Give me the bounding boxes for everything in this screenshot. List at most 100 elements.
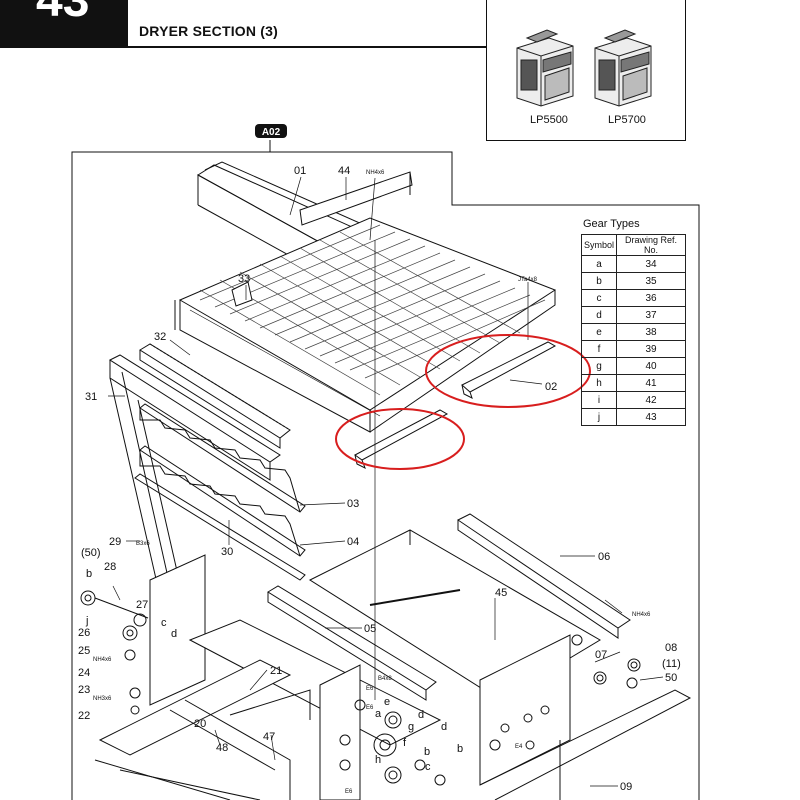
gear-ref: 43 — [616, 408, 687, 426]
callout-31: 31 — [85, 391, 97, 403]
callout-47: 47 — [263, 731, 275, 743]
callout-03: 03 — [347, 498, 359, 510]
screw-e6-c: E6 — [345, 789, 353, 795]
gear-ref: 37 — [616, 306, 687, 324]
gear-table-header: Symbol Drawing Ref. No. — [580, 234, 687, 256]
callout-07: 07 — [595, 649, 607, 661]
gear-col-symbol: Symbol — [580, 234, 618, 256]
callout-11-paren: (11) — [662, 658, 681, 670]
callout-24: 24 — [78, 667, 90, 679]
gear-symbol: h — [580, 374, 618, 392]
screw-e6-b: E6 — [366, 705, 374, 711]
gear-symbol: a — [580, 255, 618, 273]
gear-symbol: c — [580, 289, 618, 307]
callout-48: 48 — [216, 742, 228, 754]
callout-45: 45 — [495, 587, 507, 599]
screw-e6-a: E6 — [366, 686, 374, 692]
gear-symbol: i — [580, 391, 618, 409]
bottom-left-frame — [94, 619, 442, 800]
symbol-c-left: c — [161, 617, 167, 629]
gear-symbol: d — [580, 306, 618, 324]
printer-lp5700-icon — [594, 29, 652, 107]
gear-ref: 36 — [616, 289, 687, 307]
assembly-ref-badge — [255, 124, 287, 138]
gear-symbol: j — [580, 408, 618, 426]
callout-33: 33 — [238, 273, 250, 285]
part-30-guide-plate — [134, 473, 306, 581]
screw-nh4x6-top: NH4x6 — [366, 170, 385, 176]
symbol-c-center: c — [425, 761, 431, 773]
callout-29: 29 — [109, 536, 121, 548]
symbol-d-center: d — [418, 709, 424, 721]
callout-22: 22 — [78, 710, 90, 722]
callout-21: 21 — [270, 665, 282, 677]
screw-nh4x6-right: NH4x6 — [632, 612, 651, 618]
right-gear-cluster — [479, 634, 641, 786]
callout-01: 01 — [294, 165, 306, 177]
symbol-h-center: h — [375, 754, 381, 766]
model-box: LP5500 LP5700 — [486, 0, 686, 141]
callout-08: 08 — [665, 642, 677, 654]
callout-20: 20 — [194, 718, 206, 730]
screw-nh3x6: NH3x6 — [93, 696, 112, 702]
gear-ref: 40 — [616, 357, 687, 375]
symbol-g-center: g — [408, 721, 414, 733]
callout-09: 09 — [620, 781, 632, 793]
part-31-side-plate — [108, 354, 281, 481]
screw-e4: E4 — [515, 744, 523, 750]
part-44-back-plate — [299, 171, 413, 226]
part-03-wavy-plate — [139, 403, 306, 513]
gear-col-ref: Drawing Ref. No. — [616, 234, 687, 256]
callout-23: 23 — [78, 684, 90, 696]
callout-44: 44 — [338, 165, 350, 177]
title-rule — [128, 46, 486, 48]
symbol-b-right: b — [457, 743, 463, 755]
assembly-frame — [71, 151, 270, 800]
symbol-d-left: d — [171, 628, 177, 640]
assembly-ref-label: A02 — [262, 127, 281, 138]
part-02-guide-left — [354, 409, 449, 470]
printer-illustrations — [516, 29, 652, 107]
gear-ref: 41 — [616, 374, 687, 392]
callout-04: 04 — [347, 536, 359, 548]
gear-ref: 38 — [616, 323, 687, 341]
symbol-f-center: f — [403, 737, 407, 749]
callout-25: 25 — [78, 645, 90, 657]
callout-06: 06 — [598, 551, 610, 563]
callout-50-paren: (50) — [81, 547, 101, 559]
gear-symbol: g — [580, 357, 618, 375]
page-number-block: 43 — [0, 0, 128, 48]
part-32-comb-bar — [139, 343, 291, 449]
symbol-e-center: e — [384, 696, 390, 708]
callout-30: 30 — [221, 546, 233, 558]
symbol-a-center: a — [375, 708, 382, 720]
perforated-guide-plate — [174, 217, 557, 433]
gear-ref: 39 — [616, 340, 687, 358]
symbol-j: j — [85, 615, 88, 627]
model-label-lp5700: LP5700 — [608, 114, 646, 126]
part-02-guide-right — [461, 341, 557, 399]
callout-26: 26 — [78, 627, 90, 639]
page-title: DRYER SECTION (3) — [139, 23, 279, 39]
leader-lines — [108, 176, 664, 787]
part-09-bottom-plate — [479, 689, 692, 800]
symbol-b: b — [86, 568, 92, 580]
gear-types-title: Gear Types — [583, 218, 640, 230]
screw-nh4x6-left: NH4x6 — [93, 657, 112, 663]
part-06-rail — [457, 513, 631, 639]
symbol-b-center: b — [424, 746, 430, 758]
gear-ref: 42 — [616, 391, 687, 409]
printer-lp5500-icon — [516, 29, 574, 107]
part-05-shaft-plate — [267, 585, 437, 701]
highlight-ellipse-left-guide — [335, 408, 465, 470]
